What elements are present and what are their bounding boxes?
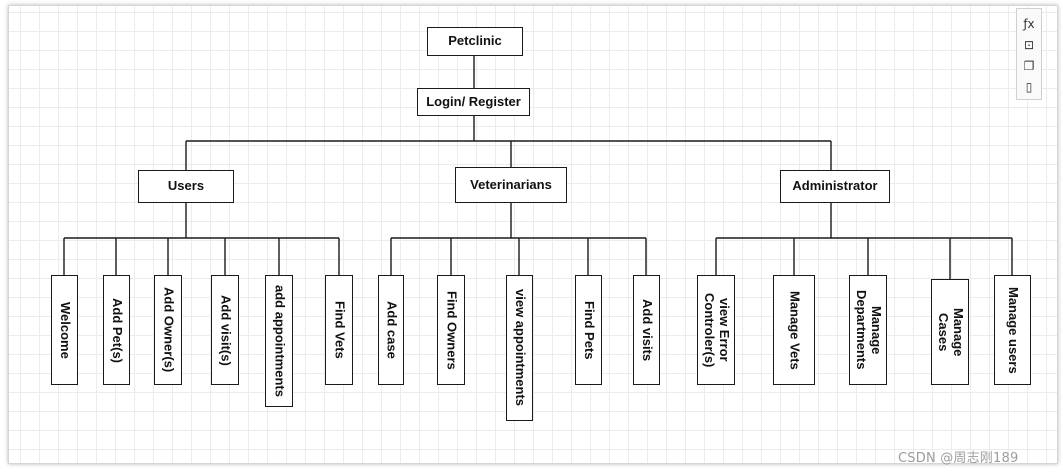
node-welcome[interactable]: Welcome	[51, 275, 78, 385]
connector-lines	[63, 56, 1013, 279]
node-label: view Error Controler(s)	[702, 292, 732, 368]
node-petclinic[interactable]: Petclinic	[427, 27, 523, 56]
node-manage-vets[interactable]: Manage Vets	[773, 275, 815, 385]
node-manage-users[interactable]: Manage users	[994, 275, 1031, 385]
node-find-owners[interactable]: Find Owners	[437, 275, 465, 385]
node-label: Login/ Register	[426, 93, 521, 109]
node-label: add appointments	[272, 285, 288, 397]
node-label: Find Pets	[581, 300, 597, 360]
node-add-owners[interactable]: Add Owner(s)	[154, 275, 182, 385]
node-label: Petclinic	[448, 33, 502, 49]
watermark: CSDN @周志刚189	[898, 451, 1019, 466]
side-toolbar: ƒx ⊡ ❐ ▯	[1016, 8, 1042, 100]
node-label: Manage Cases	[936, 307, 966, 357]
node-users[interactable]: Users	[138, 170, 234, 203]
node-veterinarians[interactable]: Veterinarians	[455, 167, 567, 203]
node-label: Veterinarians	[470, 176, 552, 192]
node-label: Add Pet(s)	[109, 297, 125, 363]
node-label: Welcome	[57, 301, 73, 359]
format-icon[interactable]: ƒx	[1023, 17, 1035, 31]
node-add-appointments[interactable]: add appointments	[265, 275, 293, 407]
node-manage-departments[interactable]: Manage Departments	[849, 275, 887, 385]
node-add-visits[interactable]: Add visit(s)	[211, 275, 239, 385]
node-manage-cases[interactable]: Manage Cases	[931, 279, 969, 385]
node-label: Add Owner(s)	[161, 287, 177, 373]
node-label: Add case	[384, 301, 400, 359]
node-label: Find Owners	[444, 290, 460, 370]
node-label: Manage users	[1005, 286, 1021, 374]
diagram-canvas[interactable]: Petclinic Login/ Register Users Veterina…	[8, 5, 1058, 464]
node-label: view appointments	[512, 289, 528, 407]
node-label: Manage Departments	[854, 290, 884, 370]
node-find-pets[interactable]: Find Pets	[575, 275, 602, 385]
node-label: Users	[167, 178, 205, 194]
node-label: Administrator	[792, 178, 878, 194]
node-add-case[interactable]: Add case	[378, 275, 404, 385]
node-administrator[interactable]: Administrator	[780, 170, 890, 203]
node-label: Manage Vets	[787, 290, 803, 370]
page-icon[interactable]: ▯	[1025, 80, 1033, 94]
node-view-error-controllers[interactable]: view Error Controler(s)	[697, 275, 735, 385]
node-add-visits-vet[interactable]: Add visits	[633, 275, 660, 385]
add-shape-icon[interactable]: ⊡	[1023, 38, 1035, 52]
node-label: Add visit(s)	[218, 294, 234, 366]
node-login-register[interactable]: Login/ Register	[417, 88, 530, 116]
node-find-vets[interactable]: Find Vets	[325, 275, 353, 385]
node-view-appointments[interactable]: view appointments	[506, 275, 533, 421]
node-label: Add visits	[639, 298, 655, 362]
node-label: Find Vets	[332, 301, 348, 359]
copy-icon[interactable]: ❐	[1023, 59, 1035, 73]
node-add-pets[interactable]: Add Pet(s)	[103, 275, 130, 385]
